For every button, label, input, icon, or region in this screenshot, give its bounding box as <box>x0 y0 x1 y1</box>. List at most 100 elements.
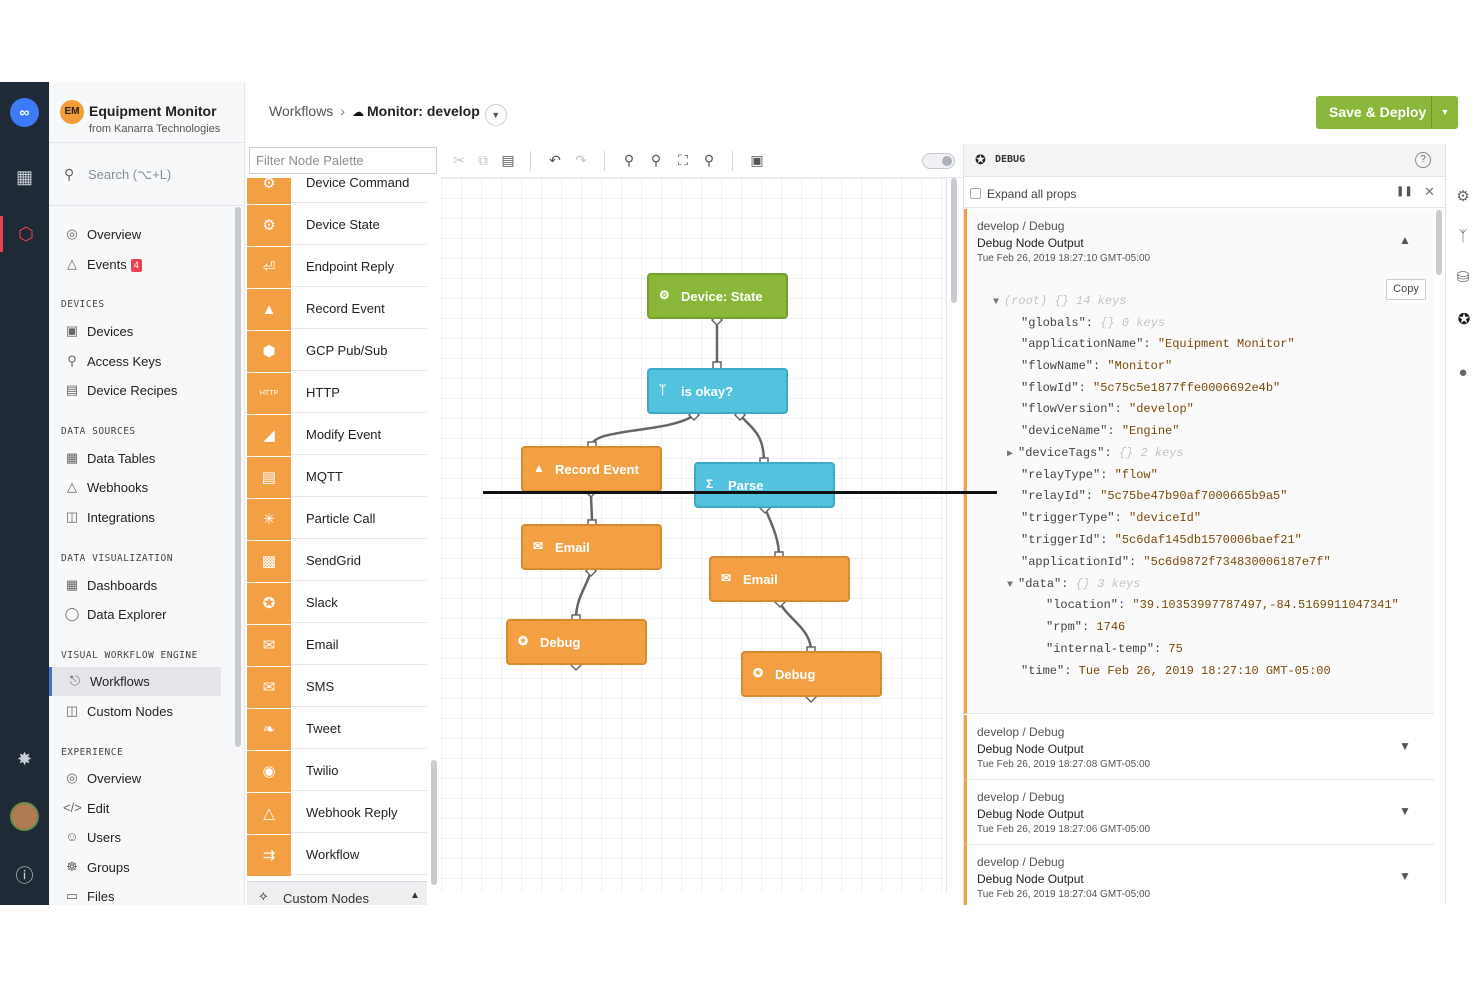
losant-logo-icon[interactable]: ∞ <box>10 98 39 127</box>
paste-icon[interactable]: ▤ <box>501 152 515 168</box>
cut-icon[interactable]: ✂ <box>453 152 465 168</box>
zoom-out-icon[interactable]: ⚲ <box>623 152 635 168</box>
node-record-event[interactable]: ▲ Record Event <box>521 446 662 492</box>
expand-all-label[interactable]: Expand all props <box>987 187 1077 201</box>
debug-message[interactable]: develop / Debug Debug Node Output Tue Fe… <box>964 209 1434 714</box>
debug-bug-icon[interactable]: ✪ <box>1446 303 1480 337</box>
help-icon[interactable]: ? <box>1415 152 1431 168</box>
palette-node-label: Record Event <box>306 301 385 316</box>
palette-node[interactable]: ⚙Device State <box>247 205 427 246</box>
node-debug[interactable]: ✪ Debug <box>741 651 882 697</box>
nav-webhooks[interactable]: △ Webhooks <box>49 473 221 502</box>
palette-node[interactable]: ▲Record Event <box>247 289 427 330</box>
palette-node-label: GCP Pub/Sub <box>306 343 388 358</box>
palette-filter-input[interactable]: Filter Node Palette <box>249 147 437 174</box>
nav-edit[interactable]: </> Edit <box>49 794 221 823</box>
chevron-up-icon[interactable]: ▲ <box>1399 233 1411 247</box>
debug-message[interactable]: develop / Debug Debug Node Output Tue Fe… <box>964 780 1434 845</box>
debug-message[interactable]: develop / Debug Debug Node Output Tue Fe… <box>964 845 1434 905</box>
palette-node[interactable]: ◉Twilio <box>247 751 427 792</box>
palette-node[interactable]: △Webhook Reply <box>247 793 427 834</box>
expand-all-checkbox[interactable] <box>970 188 981 199</box>
clear-icon[interactable]: ✕ <box>1424 184 1435 199</box>
palette-node[interactable]: ⬢GCP Pub/Sub <box>247 331 427 372</box>
json-line[interactable]: ▶"deviceTags": {} 2 keys <box>1007 446 1184 460</box>
nav-scrollbar[interactable] <box>235 207 241 747</box>
help-icon[interactable]: ⓘ <box>15 866 34 886</box>
chevron-up-icon[interactable]: ▲ <box>410 890 420 901</box>
palette-node[interactable]: ✉SMS <box>247 667 427 708</box>
dashboard-icon[interactable]: ▦ <box>15 167 33 187</box>
workflow-canvas[interactable]: ⚙ Device: State ᛉ is okay? ▲ Record Even… <box>441 178 947 892</box>
nav-users[interactable]: ☺ Users <box>49 823 221 852</box>
chevron-down-icon[interactable]: ▼ <box>1399 804 1411 818</box>
breadcrumb-workflows[interactable]: Workflows <box>269 103 334 119</box>
palette-node[interactable]: ▩SendGrid <box>247 541 427 582</box>
node-parse[interactable]: Σ Parse <box>694 462 835 508</box>
nav-data-explorer[interactable]: ◯ Data Explorer <box>49 600 221 629</box>
chevron-down-icon[interactable]: ▼ <box>1399 739 1411 753</box>
nav-experience-overview[interactable]: ◎ Overview <box>49 764 221 793</box>
network-icon[interactable]: ✸ <box>16 749 33 769</box>
zoom-reset-icon[interactable]: ⚲ <box>703 152 715 168</box>
add-comment-icon[interactable]: ▣ <box>750 152 764 168</box>
settings-gear-icon[interactable]: ⚙ <box>1456 188 1470 205</box>
nav-data-tables[interactable]: ▦ Data Tables <box>49 444 221 473</box>
custom-nodes-category[interactable]: ⟡ Custom Nodes ▲ <box>247 881 427 905</box>
applications-cube-icon[interactable]: ⬡ <box>0 216 49 252</box>
nav-dashboards[interactable]: ▦ Dashboards <box>49 571 221 600</box>
copy-button[interactable]: Copy <box>1386 279 1426 300</box>
nav-files[interactable]: ▭ Files <box>49 882 221 905</box>
node-debug[interactable]: ✪ Debug <box>506 619 647 665</box>
palette-scrollbar[interactable] <box>431 760 437 885</box>
copy-icon[interactable]: ⧉ <box>478 152 488 168</box>
palette-node[interactable]: ⇉Workflow <box>247 835 427 876</box>
device-state-icon: ⚙ <box>247 205 291 246</box>
canvas-vertical-scrollbar[interactable] <box>951 178 957 303</box>
search-input[interactable]: Search (⌥+L) <box>88 167 172 182</box>
deploy-options-chevron-icon[interactable]: ▼ <box>1440 107 1450 117</box>
palette-node[interactable]: ✉Email <box>247 625 427 666</box>
nav-overview[interactable]: ◎ Overview <box>49 220 221 249</box>
json-line[interactable]: ▼(root) {} 14 keys <box>993 292 1126 310</box>
debug-message[interactable]: develop / Debug Debug Node Output Tue Fe… <box>964 715 1434 780</box>
save-deploy-button[interactable]: Save & Deploy ▼ <box>1316 96 1458 129</box>
undo-icon[interactable]: ↶ <box>549 152 561 168</box>
user-avatar[interactable] <box>10 802 39 831</box>
versions-branch-icon[interactable]: ᛉ <box>1458 228 1468 245</box>
debug-scrollbar[interactable] <box>1436 210 1442 275</box>
palette-node[interactable]: ⏎Endpoint Reply <box>247 247 427 288</box>
palette-node[interactable]: ❧Tweet <box>247 709 427 750</box>
nav-groups[interactable]: ☸ Groups <box>49 853 221 882</box>
palette-node[interactable]: ✪Slack <box>247 583 427 624</box>
node-conditional[interactable]: ᛉ is okay? <box>647 368 788 414</box>
nav-device-recipes[interactable]: ▤ Device Recipes <box>49 376 221 405</box>
palette-node[interactable]: ⚙Device Command <box>247 178 427 204</box>
chevron-down-icon[interactable]: ▼ <box>1399 869 1411 883</box>
json-line[interactable]: ▼"data": {} 3 keys <box>1007 577 1141 591</box>
app-header[interactable]: EM Equipment Monitor from Kanarra Techno… <box>49 82 245 143</box>
palette-node[interactable]: ◢Modify Event <box>247 415 427 456</box>
nav-custom-nodes[interactable]: ◫ Custom Nodes <box>49 697 221 726</box>
version-dropdown-button[interactable]: ▼ <box>484 104 507 126</box>
pause-icon[interactable]: ❚❚ <box>1396 186 1413 197</box>
nav-access-keys[interactable]: ⚲ Access Keys <box>49 347 221 376</box>
palette-node[interactable]: ✳Particle Call <box>247 499 427 540</box>
storage-database-icon[interactable]: ⛁ <box>1456 269 1470 286</box>
node-email[interactable]: ✉ Email <box>521 524 662 570</box>
node-device-state[interactable]: ⚙ Device: State <box>647 273 788 319</box>
canvas-toggle[interactable] <box>922 153 955 169</box>
nav-workflows[interactable]: ⎋ Workflows <box>49 667 221 696</box>
overlay-line <box>483 491 997 494</box>
search-box[interactable]: ⚲ Search (⌥+L) <box>49 144 245 206</box>
node-email[interactable]: ✉ Email <box>709 556 850 602</box>
redo-icon[interactable]: ↷ <box>575 152 587 168</box>
fit-to-screen-icon[interactable]: ⛶ <box>678 152 688 168</box>
globe-icon[interactable]: ● <box>1458 364 1468 381</box>
palette-node[interactable]: ▤MQTT <box>247 457 427 498</box>
zoom-in-icon[interactable]: ⚲ <box>650 152 662 168</box>
nav-devices[interactable]: ▣ Devices <box>49 317 221 346</box>
nav-integrations[interactable]: ◫ Integrations <box>49 503 221 532</box>
